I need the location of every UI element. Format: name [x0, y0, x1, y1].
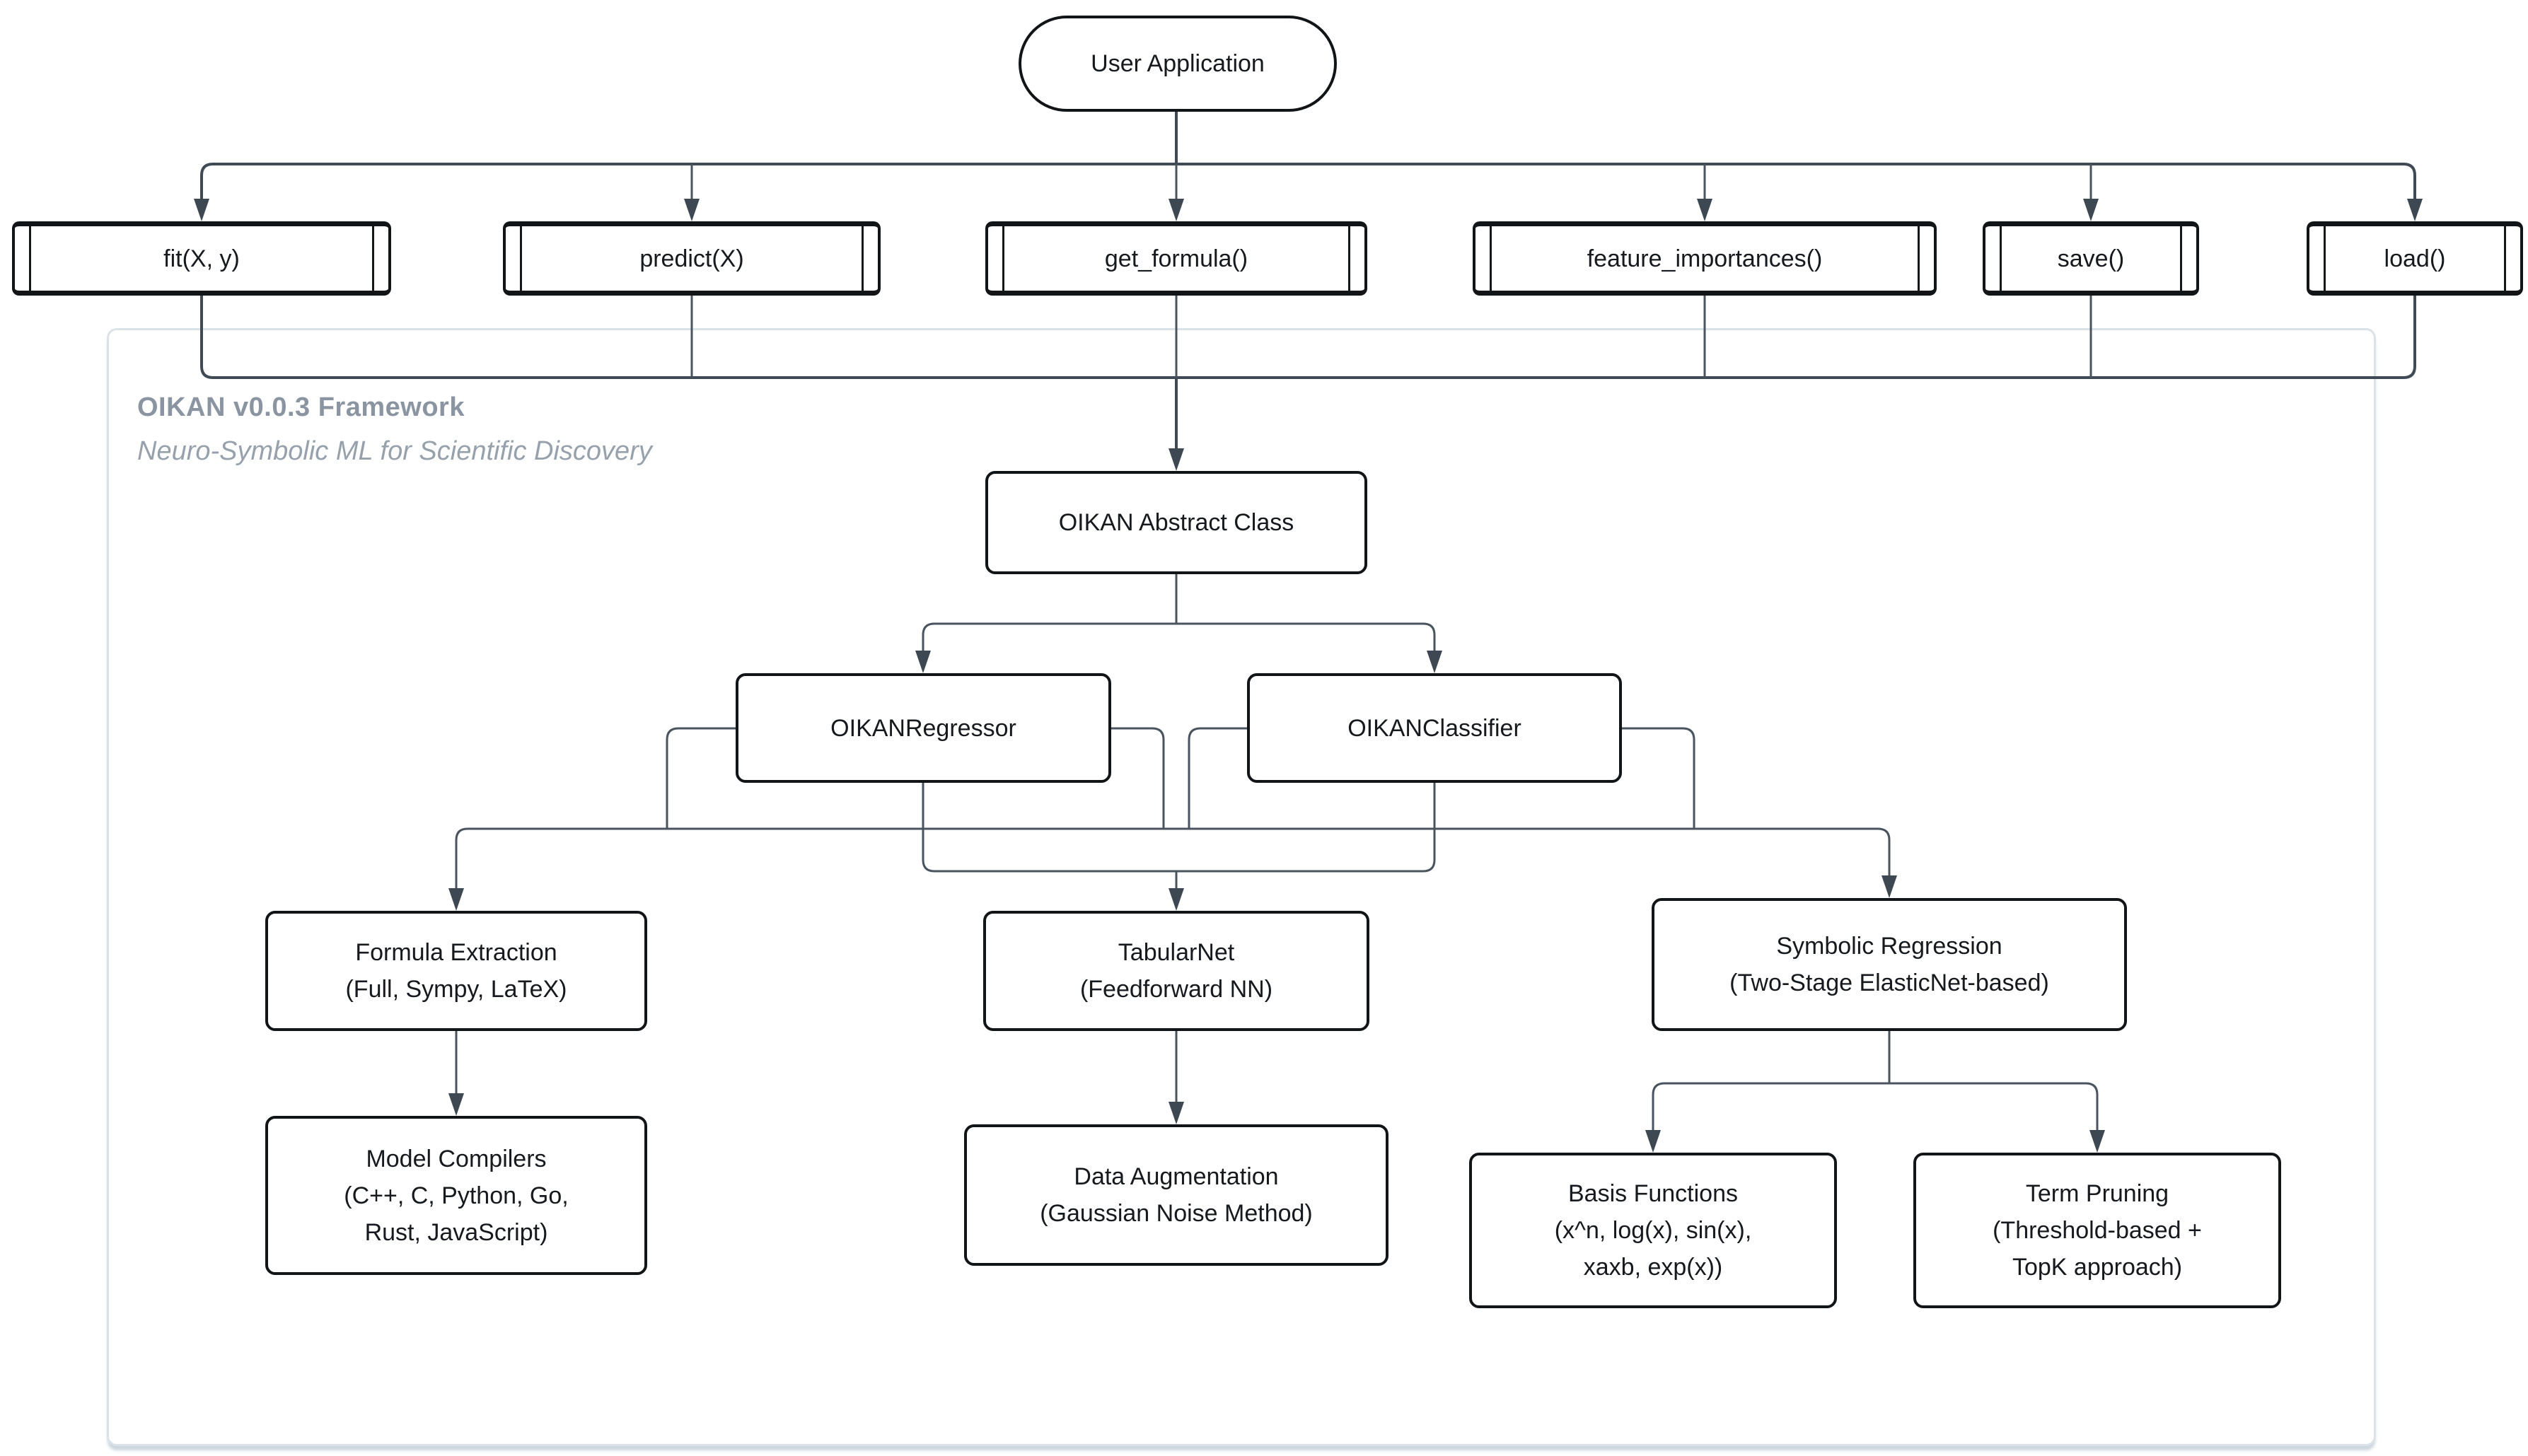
node-tabularnet: TabularNet (Feedforward NN) [983, 911, 1369, 1031]
node-method-fit: fit(X, y) [12, 221, 391, 296]
subroutine-inner-line [2504, 226, 2506, 291]
arrowhead-fit [194, 199, 209, 221]
arrowhead-model-compilers [448, 1093, 464, 1116]
node-abstract-class: OIKAN Abstract Class [985, 471, 1367, 574]
arrowhead-data-augmentation [1169, 1102, 1184, 1124]
node-method-load-label: load() [2384, 245, 2446, 272]
node-method-save-label: save() [2057, 245, 2125, 272]
arrowhead-tabularnet [1169, 888, 1184, 911]
node-model-compilers-line1: Model Compilers [366, 1145, 547, 1172]
node-term-pruning-line3: TopK approach) [2012, 1254, 2183, 1281]
node-formula-extraction-line2: (Full, Sympy, LaTeX) [345, 976, 567, 1003]
arrowhead-abstract [1169, 448, 1184, 471]
node-basis-functions-line3: xaxb, exp(x)) [1583, 1254, 1723, 1281]
node-method-save: save() [1983, 221, 2199, 296]
node-regressor: OIKANRegressor [736, 673, 1111, 783]
edge-bottom-bus [200, 296, 2416, 379]
node-formula-extraction: Formula Extraction (Full, Sympy, LaTeX) [265, 911, 647, 1031]
node-method-load: load() [2307, 221, 2523, 296]
node-classifier: OIKANClassifier [1247, 673, 1622, 783]
edge-regressor-left-exit [666, 727, 736, 829]
node-abstract-class-label: OIKAN Abstract Class [1058, 509, 1294, 536]
node-symbolic-regression-line2: (Two-Stage ElasticNet-based) [1729, 969, 2049, 996]
subroutine-inner-line [520, 226, 522, 291]
node-model-compilers-line2: (C++, C, Python, Go, [344, 1182, 569, 1209]
arrowhead-load [2407, 199, 2423, 221]
edge-classifier-left-exit [1188, 727, 1247, 829]
node-user-application: User Application [1019, 16, 1337, 112]
node-term-pruning: Term Pruning (Threshold-based + TopK app… [1913, 1153, 2281, 1308]
subroutine-inner-line [2324, 226, 2326, 291]
subroutine-inner-line [1490, 226, 1492, 291]
arrowhead-featimp [1697, 199, 1712, 221]
node-classifier-label: OIKANClassifier [1347, 714, 1521, 742]
node-data-augmentation-line1: Data Augmentation [1074, 1163, 1279, 1190]
edge-abstract-split [922, 622, 1436, 651]
subroutine-inner-line [1348, 226, 1350, 291]
framework-title: OIKAN v0.0.3 Framework [137, 392, 465, 422]
node-term-pruning-line1: Term Pruning [2025, 1180, 2169, 1207]
edge-classifier-right-exit [1622, 727, 1695, 829]
node-data-augmentation-line2: (Gaussian Noise Method) [1040, 1200, 1313, 1227]
node-tabularnet-line1: TabularNet [1118, 939, 1235, 966]
node-method-feature-importances: feature_importances() [1473, 221, 1937, 296]
node-method-fit-label: fit(X, y) [163, 245, 240, 272]
node-basis-functions-line2: (x^n, log(x), sin(x), [1554, 1217, 1752, 1244]
subroutine-inner-line [1002, 226, 1004, 291]
arrowhead-basis-functions [1645, 1130, 1661, 1153]
framework-subtitle: Neuro-Symbolic ML for Scientific Discove… [137, 436, 652, 466]
node-tabularnet-line2: (Feedforward NN) [1079, 976, 1273, 1003]
subroutine-inner-line [29, 226, 31, 291]
arrowhead-symbolic-regression [1881, 875, 1897, 898]
edge-bottom-merge [922, 783, 1436, 873]
arrowhead-regressor [915, 651, 931, 673]
node-formula-extraction-line1: Formula Extraction [355, 939, 557, 966]
edge-regressor-right-exit [1111, 727, 1165, 829]
subroutine-inner-line [862, 226, 864, 291]
node-basis-functions: Basis Functions (x^n, log(x), sin(x), xa… [1469, 1153, 1837, 1308]
edge-top-bus [200, 163, 2416, 199]
subroutine-inner-line [1918, 226, 1920, 291]
node-model-compilers-line3: Rust, JavaScript) [364, 1218, 548, 1246]
arrowhead-predict [684, 199, 700, 221]
subroutine-inner-line [2180, 226, 2182, 291]
arrowhead-term-pruning [2089, 1130, 2105, 1153]
arrowhead-save [2083, 199, 2099, 221]
node-symbolic-regression-line1: Symbolic Regression [1776, 933, 2002, 960]
node-regressor-label: OIKANRegressor [830, 714, 1016, 742]
node-basis-functions-line1: Basis Functions [1568, 1180, 1738, 1207]
node-method-get-formula: get_formula() [985, 221, 1367, 296]
node-data-augmentation: Data Augmentation (Gaussian Noise Method… [964, 1124, 1388, 1266]
node-method-predict-label: predict(X) [639, 245, 744, 272]
node-symbolic-regression: Symbolic Regression (Two-Stage ElasticNe… [1652, 898, 2127, 1031]
arrowhead-formula-extraction [448, 888, 464, 911]
subroutine-inner-line [2000, 226, 2002, 291]
node-user-application-label: User Application [1091, 50, 1265, 77]
node-method-feature-importances-label: feature_importances() [1587, 245, 1823, 272]
edge-symreg-split [1652, 1082, 2099, 1130]
arrowhead-getformula [1169, 199, 1184, 221]
node-term-pruning-line2: (Threshold-based + [1993, 1217, 2202, 1244]
node-method-predict: predict(X) [503, 221, 881, 296]
node-method-get-formula-label: get_formula() [1104, 245, 1248, 272]
edge-mid-bus [455, 827, 1891, 888]
subroutine-inner-line [372, 226, 374, 291]
arrowhead-classifier [1427, 651, 1442, 673]
node-model-compilers: Model Compilers (C++, C, Python, Go, Rus… [265, 1116, 647, 1275]
